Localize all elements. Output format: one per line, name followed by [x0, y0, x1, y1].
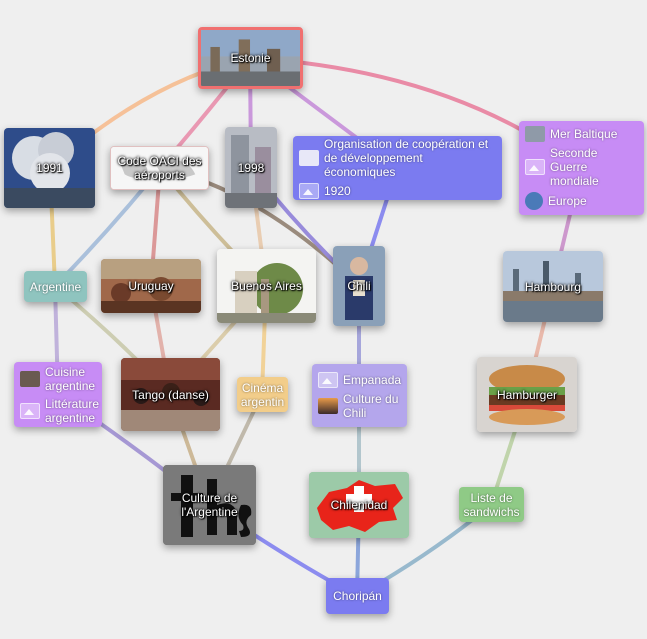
- burger-photo: [477, 357, 577, 432]
- label-chilenidad: Chilenidad: [330, 498, 388, 512]
- node-empanada-group[interactable]: Empanada Culture du Chili: [312, 364, 407, 427]
- label-choripan: Choripán: [333, 589, 382, 603]
- image-placeholder-icon: [318, 371, 338, 388]
- node-tango[interactable]: Tango (danse): [121, 358, 220, 431]
- portrait-thumb-icon: [20, 370, 40, 387]
- node-1991[interactable]: 1991: [4, 128, 95, 208]
- node-choripan[interactable]: Choripán: [326, 578, 389, 614]
- label-tango: Tango (danse): [132, 387, 209, 402]
- node-chili[interactable]: Chili: [333, 246, 385, 326]
- label-chili: Chili: [347, 279, 371, 293]
- mer-row-guerre[interactable]: Seconde Guerre mondiale: [525, 146, 638, 188]
- label-1991: 1991: [36, 161, 63, 175]
- node-hamburger[interactable]: Hamburger: [477, 357, 577, 432]
- ocde-row-title[interactable]: Organisation de coopération et de dévelo…: [299, 137, 496, 179]
- mer-row-europe[interactable]: Europe: [525, 192, 587, 210]
- label-hambourg: Hambourg: [524, 279, 582, 294]
- label-culture: Culture de l'Argentine: [181, 491, 238, 519]
- node-argentine[interactable]: Argentine: [24, 271, 87, 302]
- building-photo: [225, 127, 277, 208]
- castle-photo: [201, 30, 300, 86]
- label-buenos: Buenos Aires: [231, 279, 302, 293]
- label-uruguay: Uruguay: [128, 279, 174, 293]
- label-estonie: Estonie: [230, 51, 271, 65]
- node-culture[interactable]: Culture de l'Argentine: [163, 465, 256, 545]
- eruption-photo: [4, 128, 95, 208]
- ocde-row-year[interactable]: 1920: [299, 183, 351, 199]
- sunset-thumb-icon: [318, 397, 338, 414]
- map-thumb-icon: [299, 150, 319, 166]
- node-uruguay[interactable]: Uruguay: [101, 259, 201, 313]
- node-estonie[interactable]: Estonie: [198, 27, 303, 89]
- node-ocde[interactable]: Organisation de coopération et de dévelo…: [293, 136, 502, 200]
- node-cinema[interactable]: Cinéma argentin: [237, 377, 288, 412]
- node-buenos[interactable]: Buenos Aires: [217, 249, 316, 323]
- image-placeholder-icon: [299, 183, 319, 199]
- image-placeholder-icon: [20, 402, 40, 419]
- label-cinema: Cinéma argentin: [240, 380, 285, 409]
- swiss-map-image: [309, 472, 409, 538]
- node-sandwichs[interactable]: Liste de sandwichs: [459, 487, 524, 522]
- cuisine-row-cuisine[interactable]: Cuisine argentine: [20, 365, 96, 393]
- globe-icon: [525, 192, 543, 210]
- monument-photo: [217, 249, 316, 323]
- label-sandwichs: Liste de sandwichs: [463, 490, 520, 519]
- label-oaci: Code OACI des aéroports: [117, 154, 202, 182]
- sea-photo-icon: [525, 126, 545, 142]
- world-map-image: [111, 147, 208, 189]
- node-1998[interactable]: 1998: [225, 127, 277, 208]
- city-photo: [503, 251, 603, 322]
- label-argentine: Argentine: [29, 279, 82, 294]
- label-hamburger: Hamburger: [496, 387, 558, 402]
- image-placeholder-icon: [525, 159, 545, 175]
- node-oaci[interactable]: Code OACI des aéroports: [110, 146, 209, 190]
- painting-photo: [101, 259, 201, 313]
- empanada-row-empanada[interactable]: Empanada: [318, 371, 401, 388]
- calligraphy-image: [163, 465, 256, 545]
- label-1998: 1998: [237, 160, 265, 175]
- node-cuisine-group[interactable]: Cuisine argentine Littérature argentine: [14, 362, 102, 427]
- node-hambourg[interactable]: Hambourg: [503, 251, 603, 322]
- node-chilenidad[interactable]: Chilenidad: [309, 472, 409, 538]
- empanada-row-culture[interactable]: Culture du Chili: [318, 392, 401, 420]
- portrait-photo: [333, 246, 385, 326]
- mer-row-baltique[interactable]: Mer Baltique: [525, 126, 617, 142]
- dance-photo: [121, 358, 220, 431]
- cuisine-row-litterature[interactable]: Littérature argentine: [20, 397, 99, 425]
- node-mer-group[interactable]: Mer Baltique Seconde Guerre mondiale Eur…: [519, 121, 644, 215]
